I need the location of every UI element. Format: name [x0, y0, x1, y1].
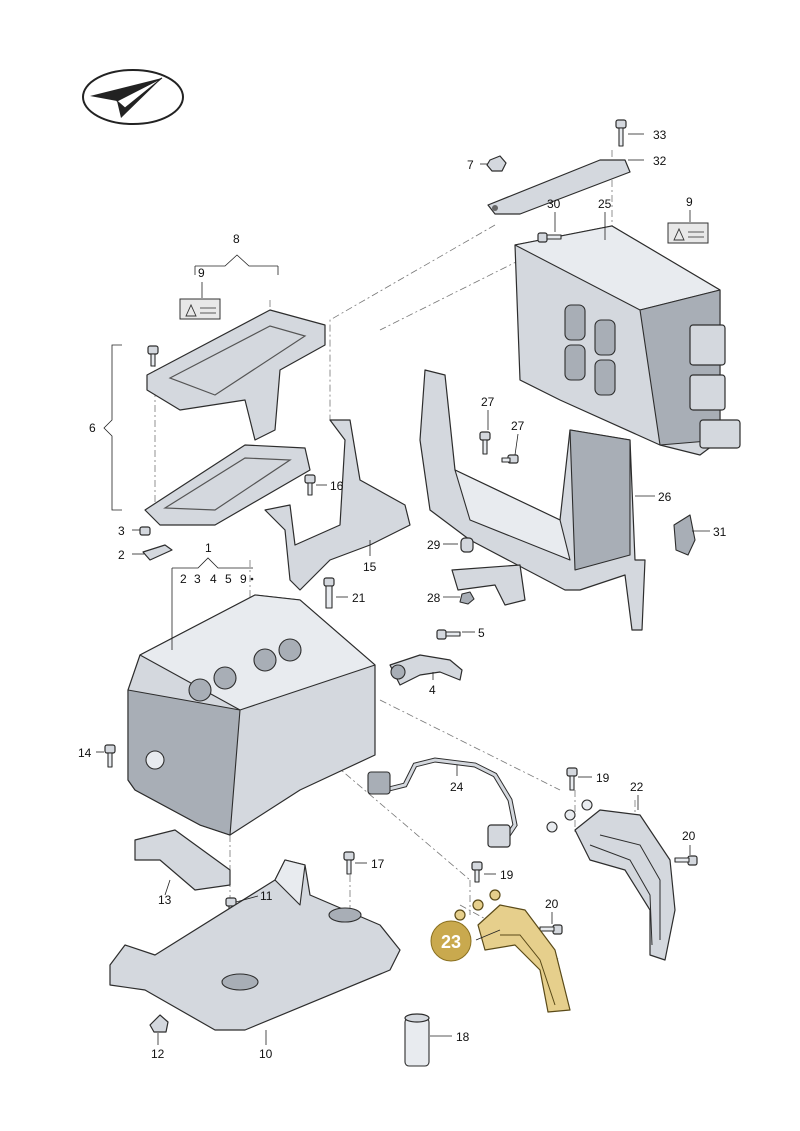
part-4-coolant-pipe	[389, 654, 463, 686]
part-17-bolt	[343, 851, 355, 875]
callout-labels: 33 32 7 30 25 9 8 9 6 27 27 16 26 31 3 2…	[78, 128, 727, 1061]
part-9-warning-label-right	[667, 222, 709, 244]
callout-16: 16	[330, 479, 344, 493]
group-1-subitem-2: 2	[180, 572, 187, 586]
leader-lines	[96, 133, 710, 1045]
part-14-bolt	[104, 744, 116, 768]
callout-9-right: 9	[686, 195, 693, 209]
part-20-bolt-center	[539, 924, 563, 935]
part-12-plug	[149, 1014, 169, 1033]
callout-26: 26	[658, 490, 672, 504]
callout-11: 11	[260, 889, 273, 903]
part-18-sleeve	[404, 1013, 430, 1067]
part-15-bracket	[264, 419, 411, 591]
part-26-mounting-frame	[419, 369, 646, 631]
callout-5: 5	[478, 626, 485, 640]
callout-23: 23	[441, 932, 461, 952]
callout-18: 18	[456, 1030, 470, 1044]
callout-24: 24	[450, 780, 464, 794]
callout-4: 4	[429, 683, 436, 697]
callout-20-center: 20	[545, 897, 559, 911]
part-30-bolt	[537, 232, 562, 243]
group-8-bracket	[194, 254, 279, 275]
part-24-wiring-harness	[367, 757, 518, 848]
callout-19-lower: 19	[500, 868, 514, 882]
callout-29: 29	[427, 538, 441, 552]
group-1-subitem-9: 9	[240, 572, 247, 586]
part-32-support-bar	[487, 159, 631, 215]
callout-21: 21	[352, 591, 366, 605]
part-2-sensor	[142, 544, 173, 561]
callout-14: 14	[78, 746, 92, 760]
part-27-bolt-upper	[479, 431, 491, 455]
callout-8: 8	[233, 232, 240, 246]
part-5-bolt	[436, 629, 461, 640]
part-19-bolt-upper	[566, 767, 578, 791]
callout-17: 17	[371, 857, 385, 871]
group-1-subitem-5: 5	[225, 572, 232, 586]
group-1-dot	[250, 577, 254, 581]
callout-10: 10	[259, 1047, 273, 1061]
callout-20-right: 20	[682, 829, 696, 843]
part-25-control-unit	[514, 225, 741, 456]
part-6-bolt	[147, 345, 159, 367]
part-27-bolt-lower	[501, 454, 519, 464]
callout-12: 12	[151, 1047, 165, 1061]
callout-27-lower: 27	[511, 419, 525, 433]
callout-6: 6	[89, 421, 96, 435]
part-33-bolt	[615, 119, 627, 147]
group-1-subitem-3: 3	[194, 572, 201, 586]
part-21-stud	[323, 577, 335, 609]
part-29-grommet	[460, 537, 474, 553]
callout-27-upper: 27	[481, 395, 495, 409]
part-9-warning-label-left	[179, 298, 221, 320]
part-1-main-housing	[127, 594, 376, 836]
part-3-screw	[139, 526, 151, 536]
paper-plane-logo-icon	[82, 69, 184, 125]
callout-22: 22	[630, 780, 644, 794]
callout-30: 30	[547, 197, 561, 211]
part-22-hv-cable-set	[546, 799, 676, 961]
group-1-bracket	[171, 557, 253, 650]
callout-19-upper: 19	[596, 771, 610, 785]
callout-9-left: 9	[198, 266, 205, 280]
callout-13: 13	[158, 893, 172, 907]
callout-1: 1	[205, 541, 212, 555]
group-1-subitem-4: 4	[210, 572, 217, 586]
callout-28: 28	[427, 591, 441, 605]
part-23-hv-cable-highlighted	[454, 889, 571, 1013]
callout-3: 3	[118, 524, 125, 538]
part-31-clip	[673, 514, 696, 556]
part-28-bracket	[451, 564, 526, 606]
callout-32: 32	[653, 154, 667, 168]
group-6-bracket	[103, 344, 122, 511]
callout-7: 7	[467, 158, 474, 172]
callout-15: 15	[363, 560, 377, 574]
part-16-bolt	[304, 474, 316, 496]
part-19-bolt-lower	[471, 861, 483, 883]
callout-31: 31	[713, 525, 727, 539]
callout-33: 33	[653, 128, 667, 142]
part-7-nut	[486, 155, 507, 172]
part-13-bracket	[134, 829, 231, 891]
part-8-cover-plate	[146, 309, 326, 441]
callout-25: 25	[598, 197, 612, 211]
part-10-underbody-tray	[109, 859, 401, 1031]
callout-23-badge: 23	[430, 920, 472, 962]
part-20-bolt-right	[674, 855, 698, 866]
part-6-gasket-seal	[144, 444, 311, 526]
callout-2: 2	[118, 548, 125, 562]
